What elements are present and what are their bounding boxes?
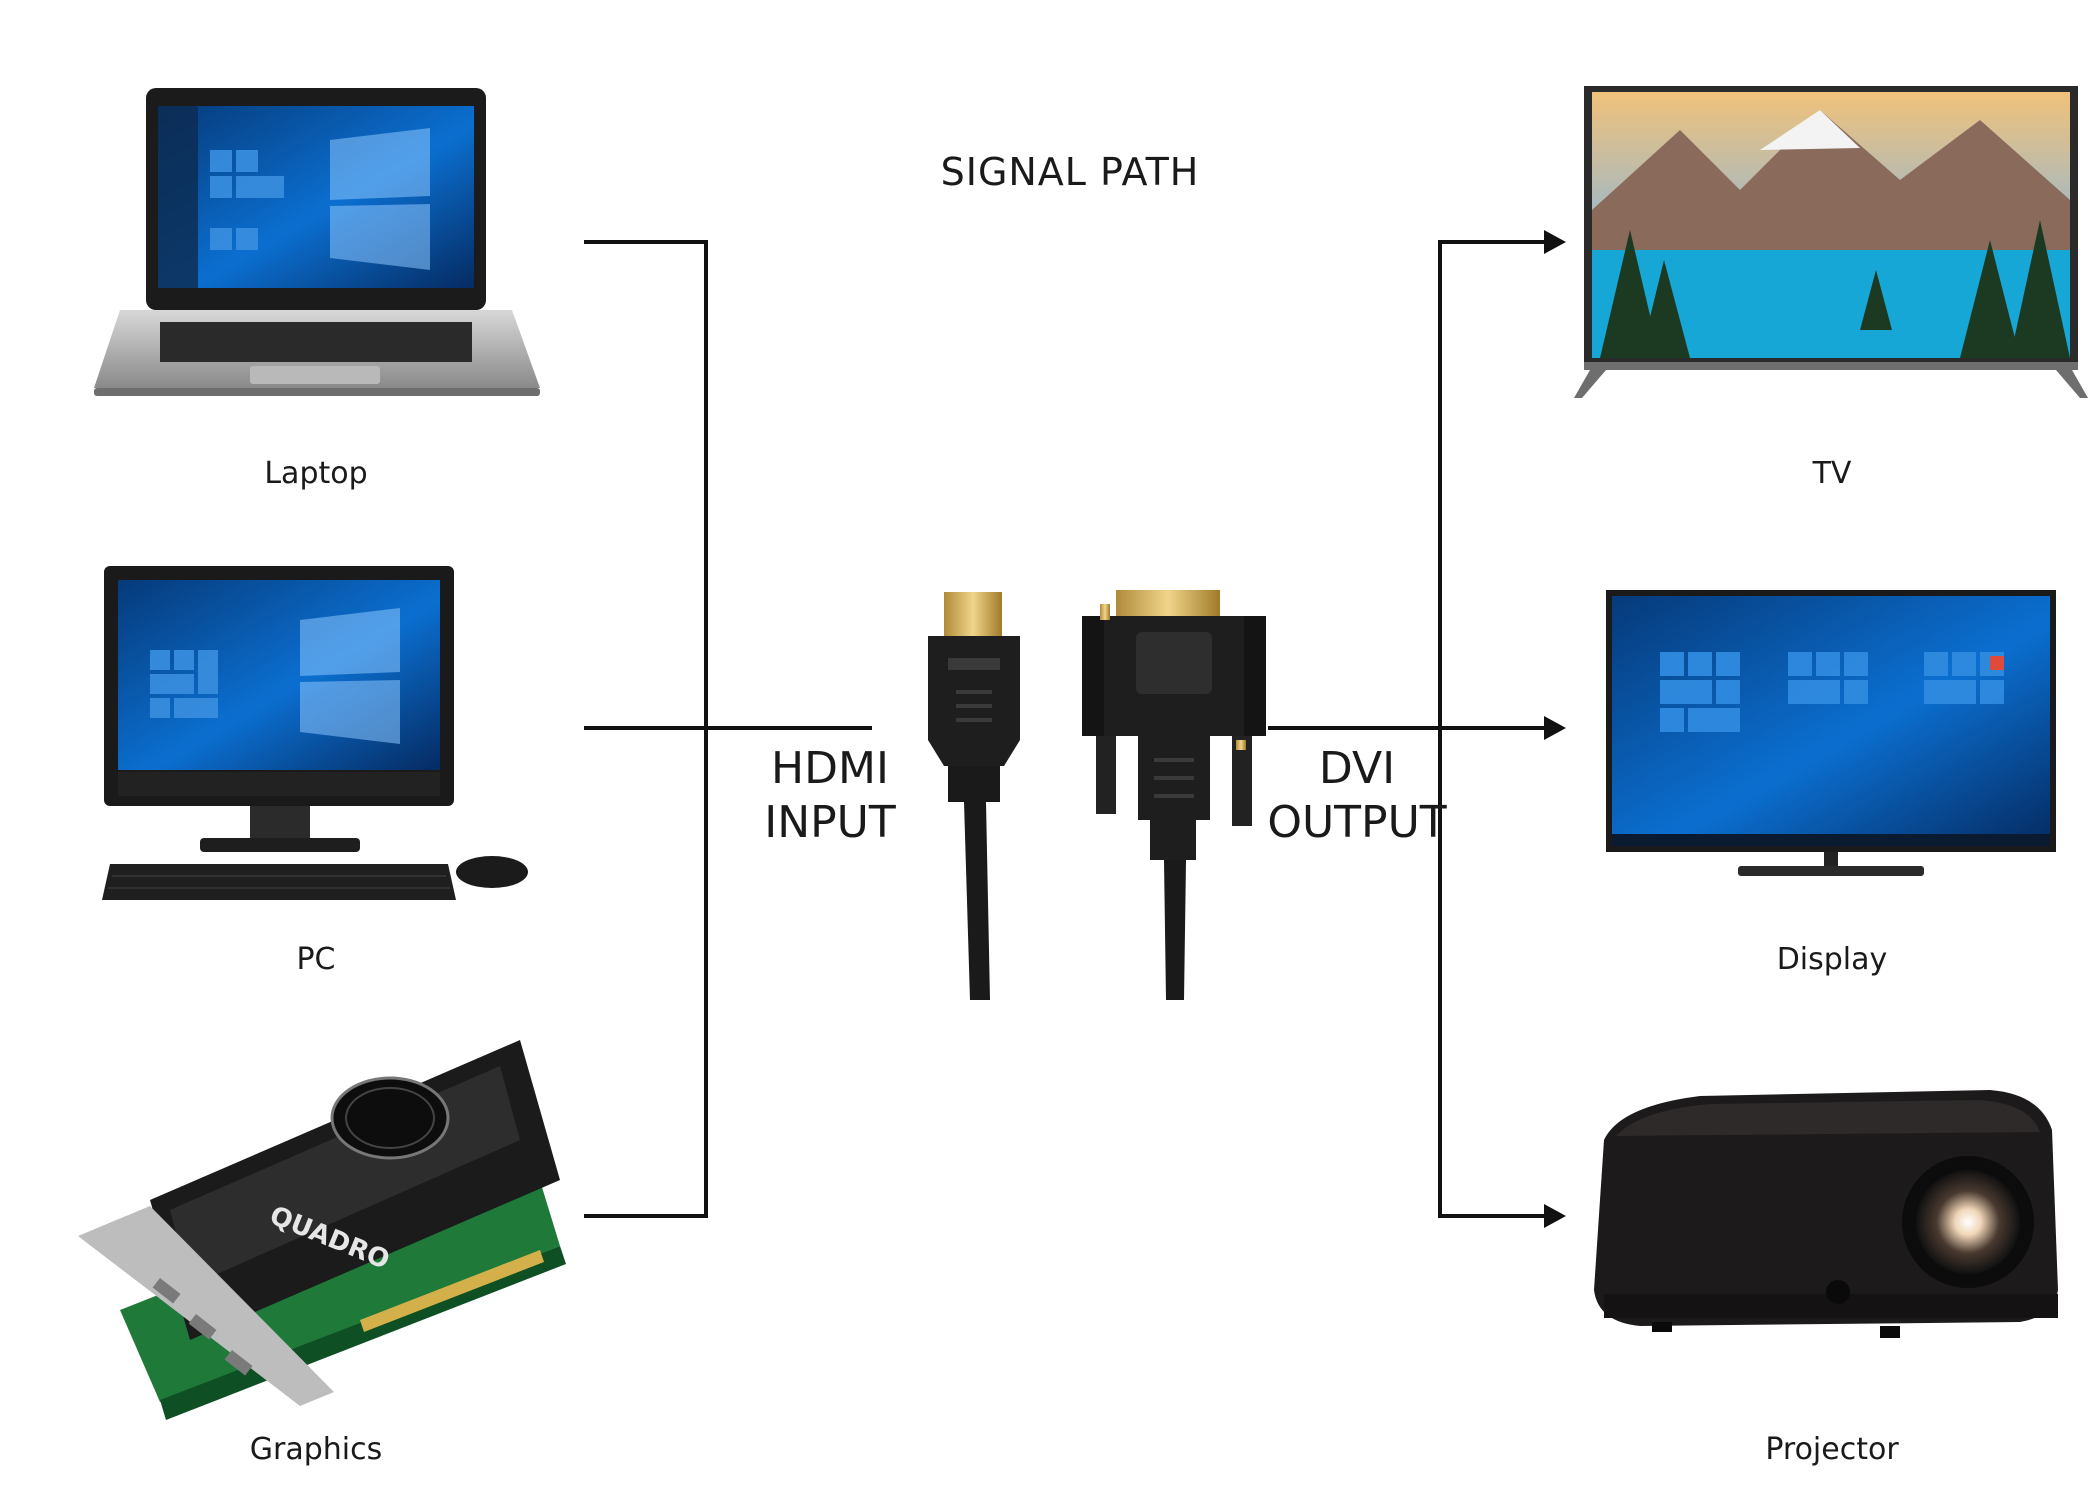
monitor-icon [1606, 590, 2056, 876]
tv-arrow-icon [1544, 230, 1566, 254]
dvi-connector-icon [1082, 590, 1266, 1000]
hdmi-label-line-1: HDMI [771, 743, 889, 794]
pc-label: PC [296, 942, 336, 977]
laptop-icon [94, 88, 540, 396]
tv-link-line [1438, 240, 1544, 1218]
diagram-title: SIGNAL PATH [940, 150, 1200, 194]
tv-icon [1574, 86, 2088, 398]
graphics-card-icon: QUADRO [78, 1040, 566, 1420]
projector-label: Projector [1765, 1432, 1899, 1467]
input-bus-lines [584, 240, 872, 1218]
dvi-label-line-2: OUTPUT [1267, 797, 1447, 848]
display-label: Display [1776, 942, 1888, 977]
display-arrow-icon [1544, 716, 1566, 740]
dvi-output-label: DVI OUTPUT [1262, 742, 1452, 850]
tv-label: TV [1812, 456, 1852, 491]
dvi-label-line-1: DVI [1318, 743, 1396, 794]
desktop-pc-icon [102, 566, 528, 900]
projector-arrow-icon [1544, 1204, 1566, 1228]
hdmi-input-label: HDMI INPUT [740, 742, 920, 850]
laptop-label: Laptop [264, 456, 368, 491]
projector-icon [1594, 1090, 2058, 1338]
hdmi-connector-icon [928, 592, 1020, 1000]
output-arrowheads [1544, 230, 1566, 1228]
graphics-label: Graphics [249, 1432, 383, 1467]
hdmi-label-line-2: INPUT [764, 797, 896, 848]
output-bus-lines [1268, 240, 1544, 1218]
